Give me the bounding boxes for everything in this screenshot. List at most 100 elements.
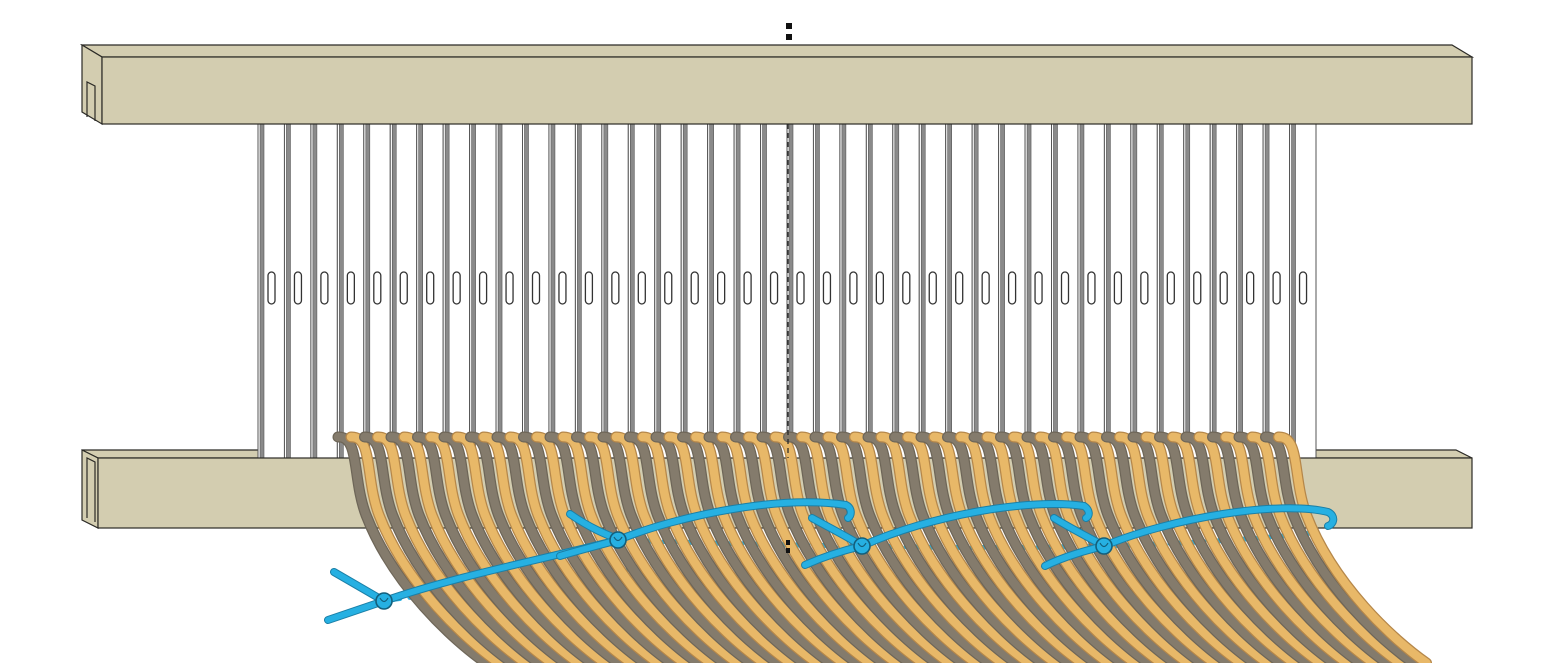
warp-thread-dark — [837, 432, 994, 663]
heddle-bar-slot — [418, 121, 424, 459]
heddle-bar — [442, 121, 471, 459]
heddle-bar-slot — [603, 121, 609, 459]
warp-thread-light — [505, 432, 663, 663]
warp-thread-light — [1088, 432, 1246, 663]
heddle-bar-slot — [550, 121, 556, 459]
warp-thread-pair — [1233, 431, 1406, 663]
heddle-bar — [336, 121, 365, 459]
heddle-bar — [1289, 121, 1317, 459]
heddle-bar-slot — [1026, 121, 1032, 459]
warp-thread-light — [823, 432, 981, 663]
heddle-eye — [611, 271, 620, 305]
tie-cord-segment — [325, 598, 387, 623]
heddle-eye — [531, 271, 541, 305]
warp-thread-light — [850, 432, 1007, 663]
heddle-bar — [1183, 121, 1211, 459]
warp-thread-pair — [1074, 431, 1247, 663]
heddle-bar-slot — [868, 121, 873, 459]
warp-thread-dark — [678, 432, 835, 663]
warp-thread-light — [1009, 432, 1166, 663]
heddle-eye — [637, 271, 646, 305]
heddle-eye — [955, 271, 964, 305]
warp-thread-dark — [1022, 432, 1180, 663]
warp-thread-dark — [466, 432, 623, 663]
warp-thread-pair — [571, 431, 743, 663]
heddle-bar — [812, 121, 841, 459]
warp-thread-light — [956, 432, 1113, 663]
heddle-eye — [743, 271, 752, 305]
warp-thread-dark — [651, 432, 809, 663]
warp-thread-dark — [810, 432, 968, 663]
heddle-bar-slot — [471, 121, 476, 459]
heddle-bar — [654, 121, 682, 459]
heddle-bar — [310, 121, 338, 459]
warp-thread-dark — [545, 432, 703, 663]
heddle-bar — [1051, 121, 1079, 459]
heddle-eye — [1060, 271, 1070, 305]
heddle-bar — [522, 121, 550, 459]
heddle-bar-slot — [709, 121, 714, 459]
heddle-eye — [875, 271, 884, 305]
warp-thread-light — [638, 432, 795, 663]
warp-thread-light — [691, 432, 848, 663]
center-mark-dot — [786, 548, 790, 553]
heddle-bar-slot — [286, 121, 291, 459]
heddle-eye — [1246, 271, 1255, 305]
heddle-eye — [690, 271, 699, 305]
heddle-bar — [257, 121, 285, 459]
heddle-eye — [769, 271, 779, 305]
center-mark-dot — [786, 34, 792, 40]
warp-thread-light — [1274, 432, 1431, 663]
heddle-bar — [1077, 121, 1105, 459]
heddle-bar — [1130, 121, 1158, 459]
heddle-bar-slot — [1053, 121, 1058, 459]
heddle-bar-slot — [656, 121, 662, 459]
top-beam-top-face — [79, 44, 1475, 58]
heddle-bar — [839, 121, 867, 459]
heddle-bar — [865, 121, 894, 459]
heddle-eye — [373, 271, 382, 305]
warp-thread-light — [1247, 432, 1405, 663]
heddle-bar — [1262, 121, 1291, 459]
warp-thread-pair — [385, 431, 558, 663]
heddle-bar-slot — [1264, 121, 1270, 459]
heddle-eye — [1298, 271, 1308, 305]
tie-knot-detail — [379, 597, 389, 603]
warp-thread-dark — [731, 432, 888, 663]
heddle-eye — [558, 271, 567, 305]
warp-thread-dark — [1075, 432, 1233, 663]
heddle-bar — [1103, 121, 1132, 459]
center-mark-dot — [786, 23, 792, 29]
heddle-bar-slot — [788, 121, 794, 459]
warp-thread-pair — [332, 431, 505, 663]
heddle-bar-slot — [497, 121, 503, 459]
heddle-bar — [495, 121, 523, 459]
heddle-bar-slot — [1159, 121, 1164, 459]
heddle-bar-slot — [1238, 121, 1243, 459]
warp-thread-light — [744, 432, 901, 663]
warp-thread-pair — [915, 431, 1088, 663]
warp-thread-dark — [625, 432, 782, 663]
tie-cord-segment — [615, 499, 854, 543]
heddle-eye — [822, 271, 832, 305]
heddle-bar-slot — [1291, 121, 1296, 459]
warp-thread-light — [585, 432, 742, 663]
heddle-bar-slot — [682, 121, 688, 459]
warp-thread-dark — [519, 432, 676, 663]
heddle-eye — [902, 271, 911, 305]
warp-thread-dark — [757, 432, 915, 663]
heddle-eye — [505, 271, 514, 305]
heddle-eye — [1007, 271, 1017, 305]
heddle-bar — [786, 121, 814, 459]
warp-thread-dark — [890, 432, 1047, 663]
heddle-eye — [981, 271, 990, 305]
heddle-eye — [399, 271, 408, 305]
warp-thread-pair — [1048, 431, 1220, 663]
heddle-bar-slot — [947, 121, 953, 459]
heddle-eye — [346, 271, 356, 305]
warp-thread-light — [770, 432, 928, 663]
warp-thread-pair — [1154, 431, 1326, 663]
heddle-bar — [971, 121, 1000, 459]
warp-thread-light — [1062, 432, 1219, 663]
heddle-bar — [945, 121, 973, 459]
